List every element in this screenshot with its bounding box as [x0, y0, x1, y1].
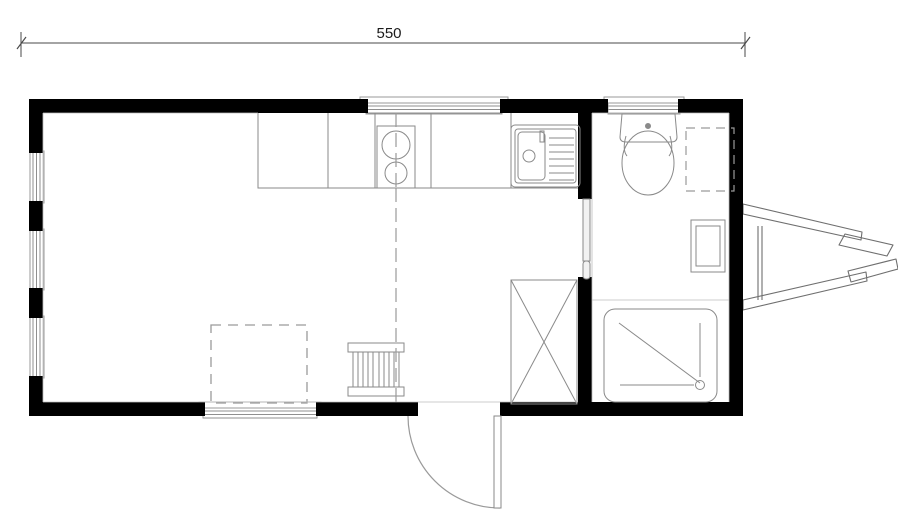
wall-bottom-mid: [316, 402, 418, 416]
window-top-bathroom: [603, 96, 685, 115]
window-left-2: [29, 228, 45, 291]
radiator-rail-bottom: [347, 386, 405, 397]
toilet-shoulder-right: [668, 135, 673, 157]
wall-basin: [690, 219, 726, 273]
bathroom-fixtures: [510, 113, 735, 405]
dimension-label: 550: [376, 25, 401, 42]
toilet-bowl: [621, 130, 675, 196]
interior-face-lines: [42, 112, 730, 403]
shower-screen-panel: [510, 279, 578, 405]
sink: [510, 124, 581, 188]
tall-narrow-unit: [582, 198, 591, 280]
door-swing-arc: [407, 415, 501, 509]
wall-bottom-right: [500, 402, 743, 416]
basin-inner: [695, 225, 721, 267]
entry-door[interactable]: [407, 415, 502, 509]
sink-drain: [522, 149, 536, 163]
sink-inner: [514, 128, 577, 184]
trailer-drawbar: [742, 203, 898, 311]
sink-faucet: [539, 130, 545, 143]
dimension-tick-right: [740, 36, 751, 50]
shower-drain: [695, 380, 705, 390]
screen-frame: [510, 279, 578, 405]
tall-unit-body: [582, 198, 591, 262]
wall-left-mullion-1: [29, 201, 43, 231]
living-features: [210, 113, 405, 404]
drawbar-tip-lower: [847, 258, 898, 283]
tall-unit-foot: [582, 260, 591, 280]
window-left-1: [29, 150, 45, 204]
shower-tray: [603, 308, 718, 403]
basin-outer: [690, 219, 726, 273]
toilet-shoulder-left: [623, 135, 628, 157]
window-left-3: [29, 315, 45, 379]
overhead-cabinet-hidden: [685, 127, 735, 192]
wall-right: [729, 99, 743, 416]
wall-top-right: [678, 99, 743, 113]
drawbar-tip-upper: [838, 233, 894, 257]
screen-cross-2: [510, 279, 578, 405]
wall-left-upper: [29, 99, 43, 153]
sink-basin: [517, 131, 546, 181]
counter-run-outline: [257, 113, 578, 189]
radiator-rail-top: [347, 342, 405, 353]
wall-group: [29, 99, 743, 416]
window-top-kitchen: [359, 96, 509, 115]
wall-top-left: [29, 99, 366, 113]
shower-slope-diagonal: [618, 322, 701, 384]
toilet: [619, 113, 678, 196]
toilet-flush-button: [645, 123, 651, 129]
window-bottom-living: [198, 401, 322, 419]
floor-fill: [29, 99, 743, 416]
loft-bed-outline-hidden: [210, 324, 308, 404]
sink-outer: [510, 124, 581, 188]
wall-bathroom-stub-top: [578, 99, 592, 199]
wall-left-mullion-2: [29, 288, 43, 318]
wall-top-jamb-left: [344, 99, 368, 113]
wall-bottom-left: [29, 402, 205, 416]
shower-tray-outline: [603, 308, 718, 403]
wall-bathroom-partition: [578, 277, 592, 416]
dimension-tick-left: [16, 36, 27, 50]
radiator: [347, 342, 405, 397]
door-leaf[interactable]: [493, 415, 502, 509]
dimension-550: 550: [16, 25, 751, 57]
